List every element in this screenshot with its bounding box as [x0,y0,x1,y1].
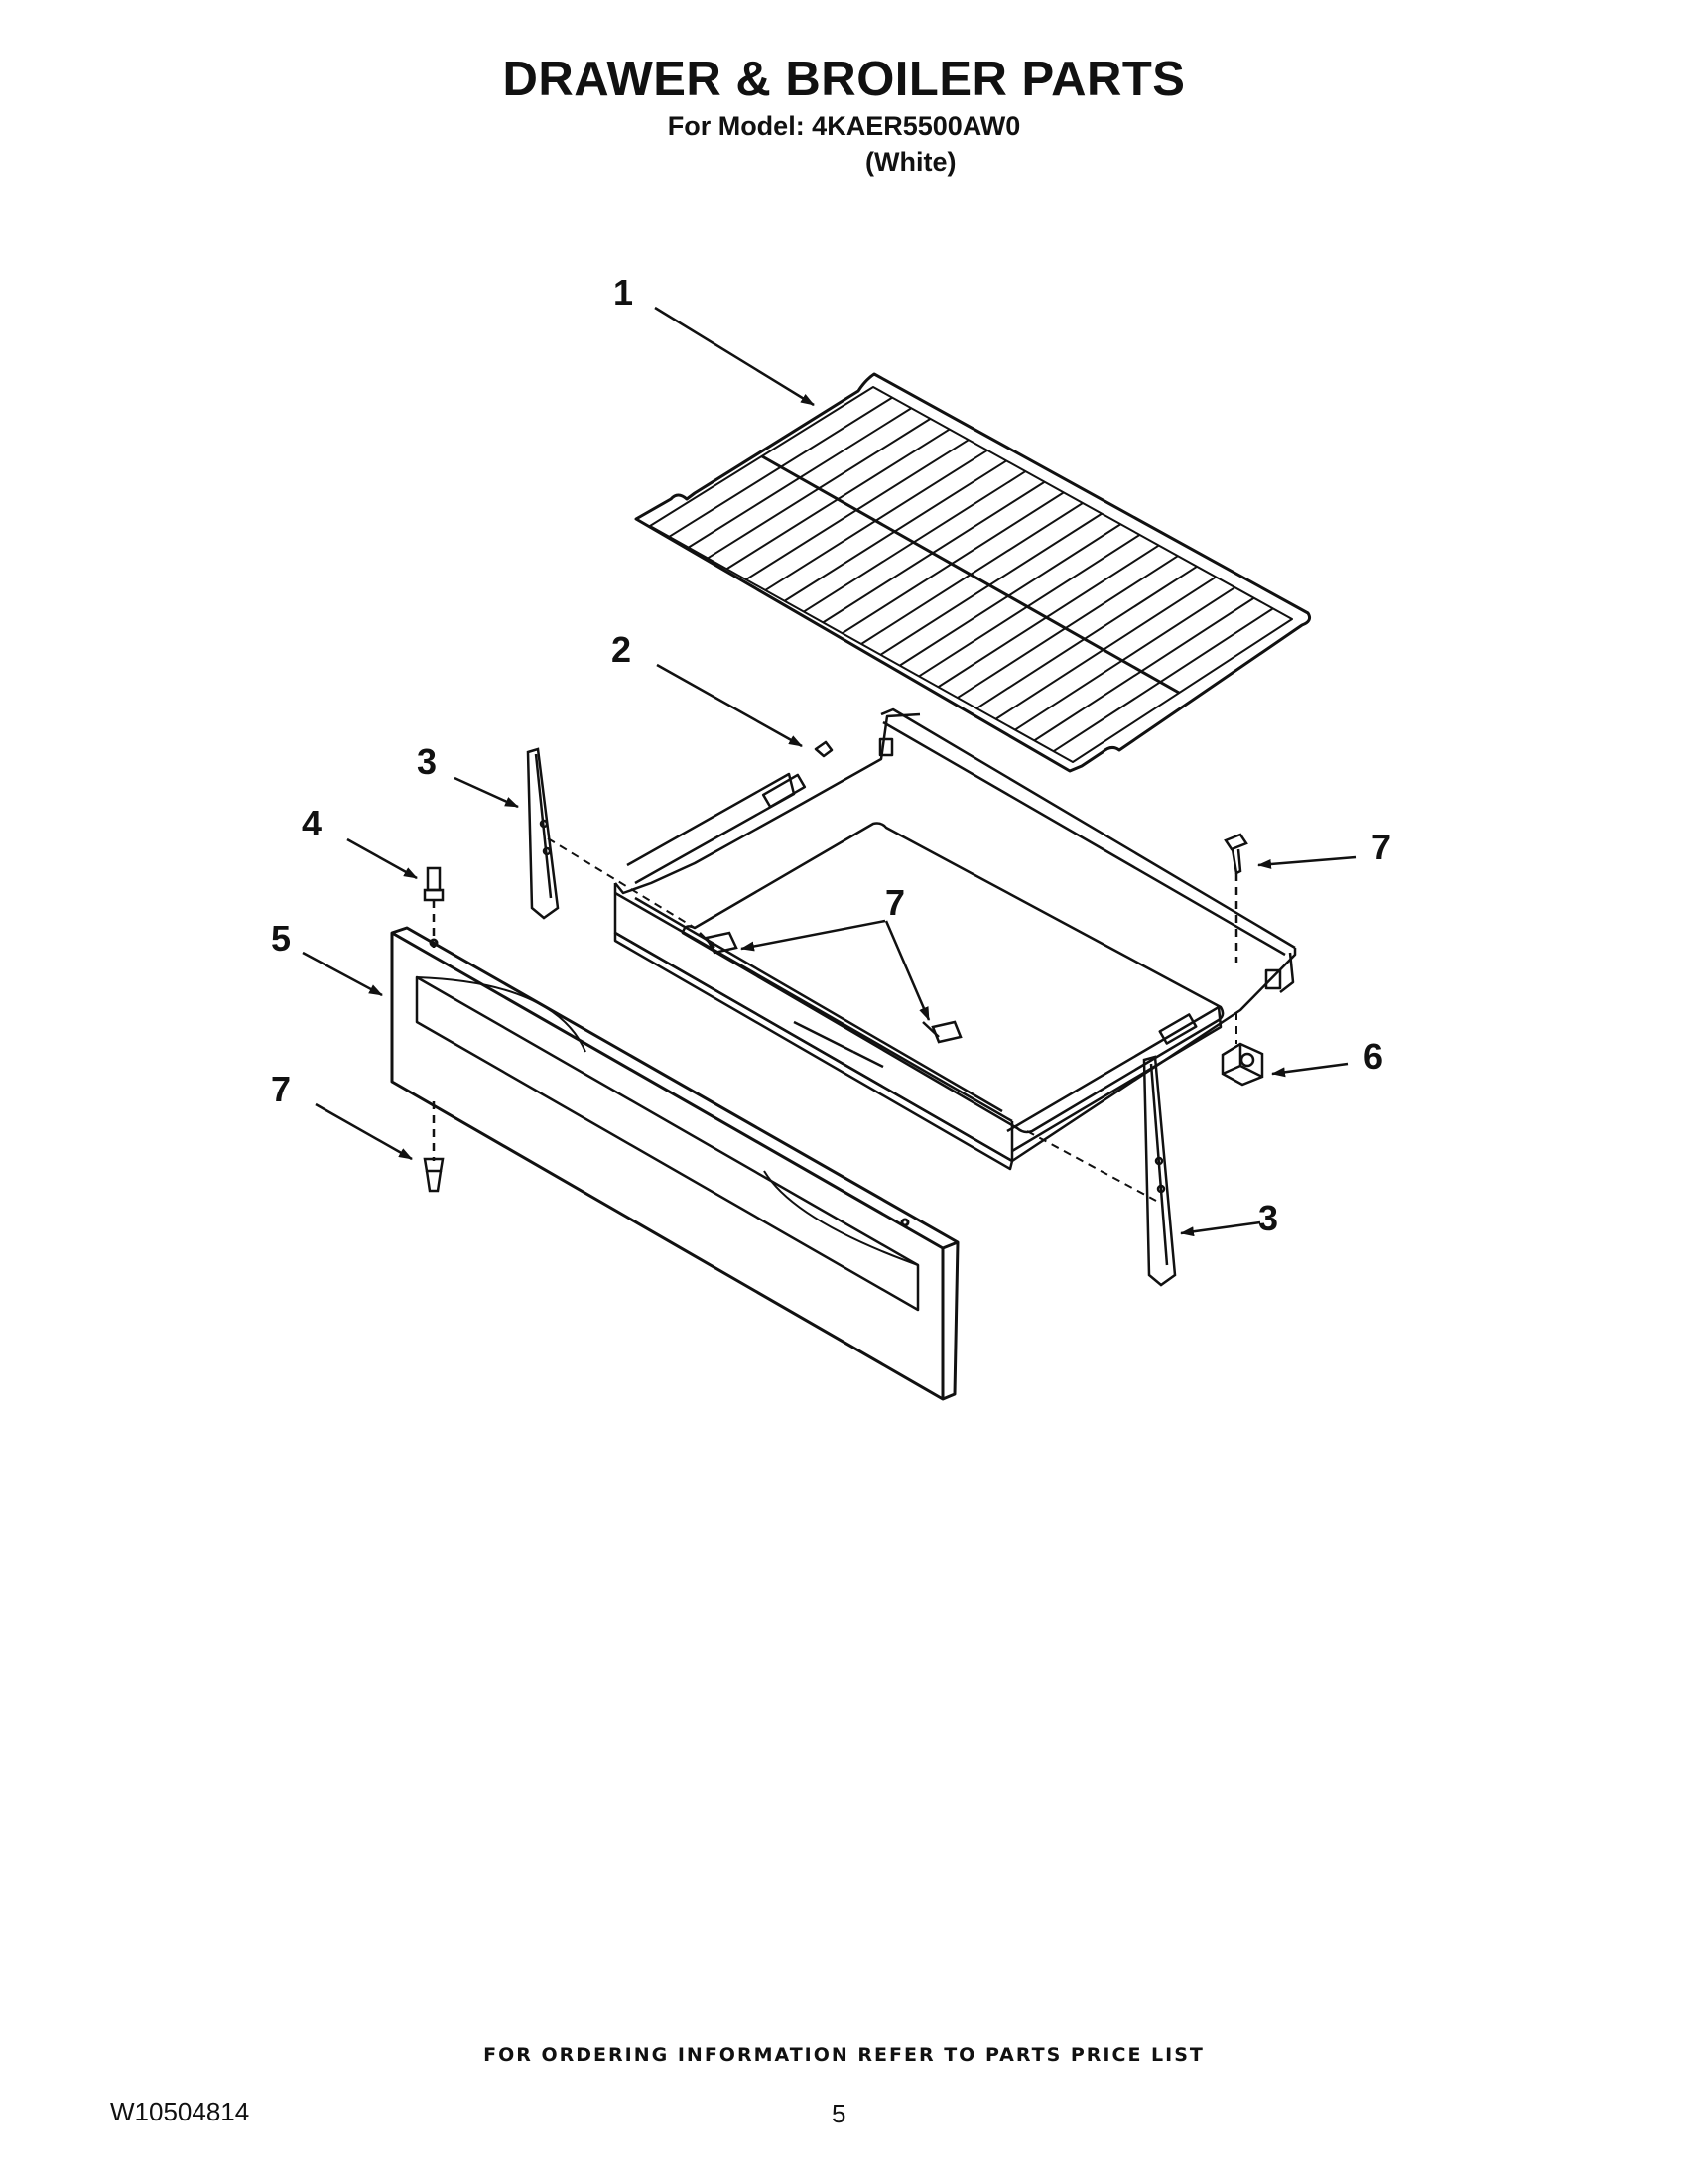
rack-wire [1033,596,1255,742]
leader-arrows [302,306,1357,1237]
rack-wire [899,523,1121,667]
stud [423,866,445,948]
drawer-slide-right [1142,1055,1177,1287]
rack-wire [1053,607,1274,753]
drawer-front-panel [390,926,960,1401]
callout-1: 1 [613,272,633,313]
rack-wire [879,512,1103,656]
page-title: DRAWER & BROILER PARTS [502,53,1186,106]
callout-5: 5 [271,918,291,959]
rack-wire [1014,586,1235,731]
callout-7-bottom-left: 7 [271,1069,291,1109]
drawer-body [613,707,1297,1171]
callout-7-center: 7 [885,882,905,923]
callout-3-right: 3 [1258,1198,1278,1238]
rack-wire [860,502,1084,645]
rack-wire [918,534,1141,678]
drawer-slide-left [526,747,560,920]
clip [1221,1042,1264,1087]
callout-6: 6 [1363,1036,1383,1077]
color-line: (White) [865,147,957,177]
ordering-note: FOR ORDERING INFORMATION REFER TO PARTS … [483,2044,1205,2066]
callout-2: 2 [611,629,631,670]
document-number: W10504814 [110,2097,250,2126]
page-number: 5 [832,2099,846,2128]
callout-4: 4 [302,803,322,843]
callout-3-left: 3 [417,741,437,782]
rack-wire [975,565,1198,709]
model-line: For Model: 4KAER5500AW0 [667,111,1021,141]
rack-wire [937,544,1160,689]
screw-top-right [1224,833,1248,963]
screw-drawer-left [699,931,738,955]
screw-drawer-right [922,1020,963,1044]
alignment-lines [547,837,1237,1202]
callout-7-right: 7 [1371,827,1391,867]
rack-wire [995,576,1217,720]
broiler-rack [634,372,1311,773]
screw-bottom-left [423,1101,445,1193]
rack-wire [957,555,1179,699]
